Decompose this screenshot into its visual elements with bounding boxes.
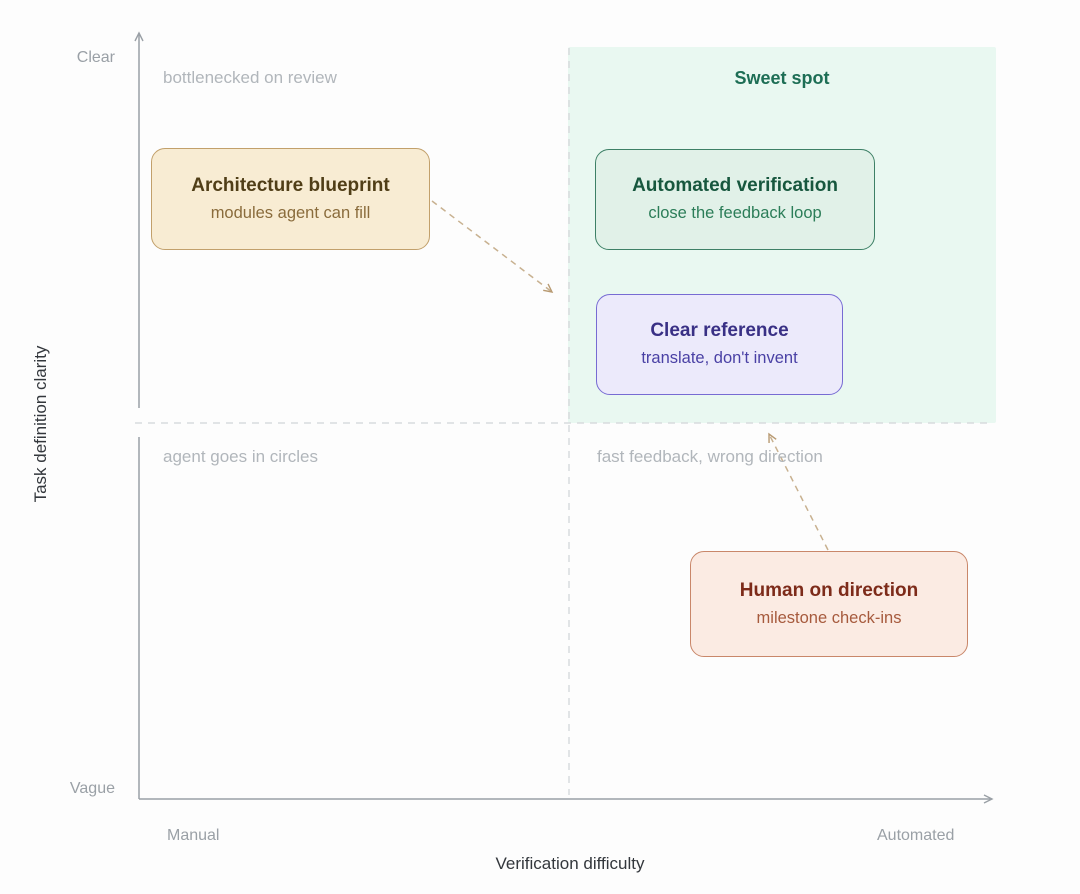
- node-clear-reference: Clear reference translate, don't invent: [596, 294, 843, 395]
- arrow-blueprint-to-sweet-spot: [431, 200, 554, 293]
- node-title: Automated verification: [632, 175, 838, 197]
- x-axis-left-label: Manual: [167, 827, 220, 844]
- caption-bottom-left: agent goes in circles: [163, 447, 318, 466]
- node-title: Human on direction: [739, 579, 919, 601]
- node-subtitle: close the feedback loop: [648, 204, 822, 222]
- caption-bottom-right: fast feedback, wrong direction: [597, 447, 823, 466]
- x-axis-title: Verification difficulty: [495, 854, 645, 873]
- node-title: Architecture blueprint: [191, 174, 390, 196]
- node-subtitle: modules agent can fill: [210, 203, 371, 222]
- node-title: Clear reference: [650, 320, 789, 342]
- y-axis-top-label: Clear: [76, 49, 115, 66]
- node-automated-verification: Automated verification close the feedbac…: [595, 149, 875, 250]
- y-axis-title: Task definition clarity: [31, 345, 50, 503]
- x-axis-right-label: Automated: [877, 827, 955, 844]
- node-subtitle: translate, don't invent: [641, 349, 798, 367]
- y-axis-bottom-label: Vague: [69, 780, 115, 797]
- caption-top-right-sweet-spot: Sweet spot: [734, 68, 830, 88]
- node-subtitle: milestone check-ins: [756, 608, 902, 627]
- caption-top-left: bottlenecked on review: [163, 68, 337, 87]
- node-human-on-direction: Human on direction milestone check-ins: [690, 551, 968, 657]
- node-architecture-blueprint: Architecture blueprint modules agent can…: [151, 148, 430, 250]
